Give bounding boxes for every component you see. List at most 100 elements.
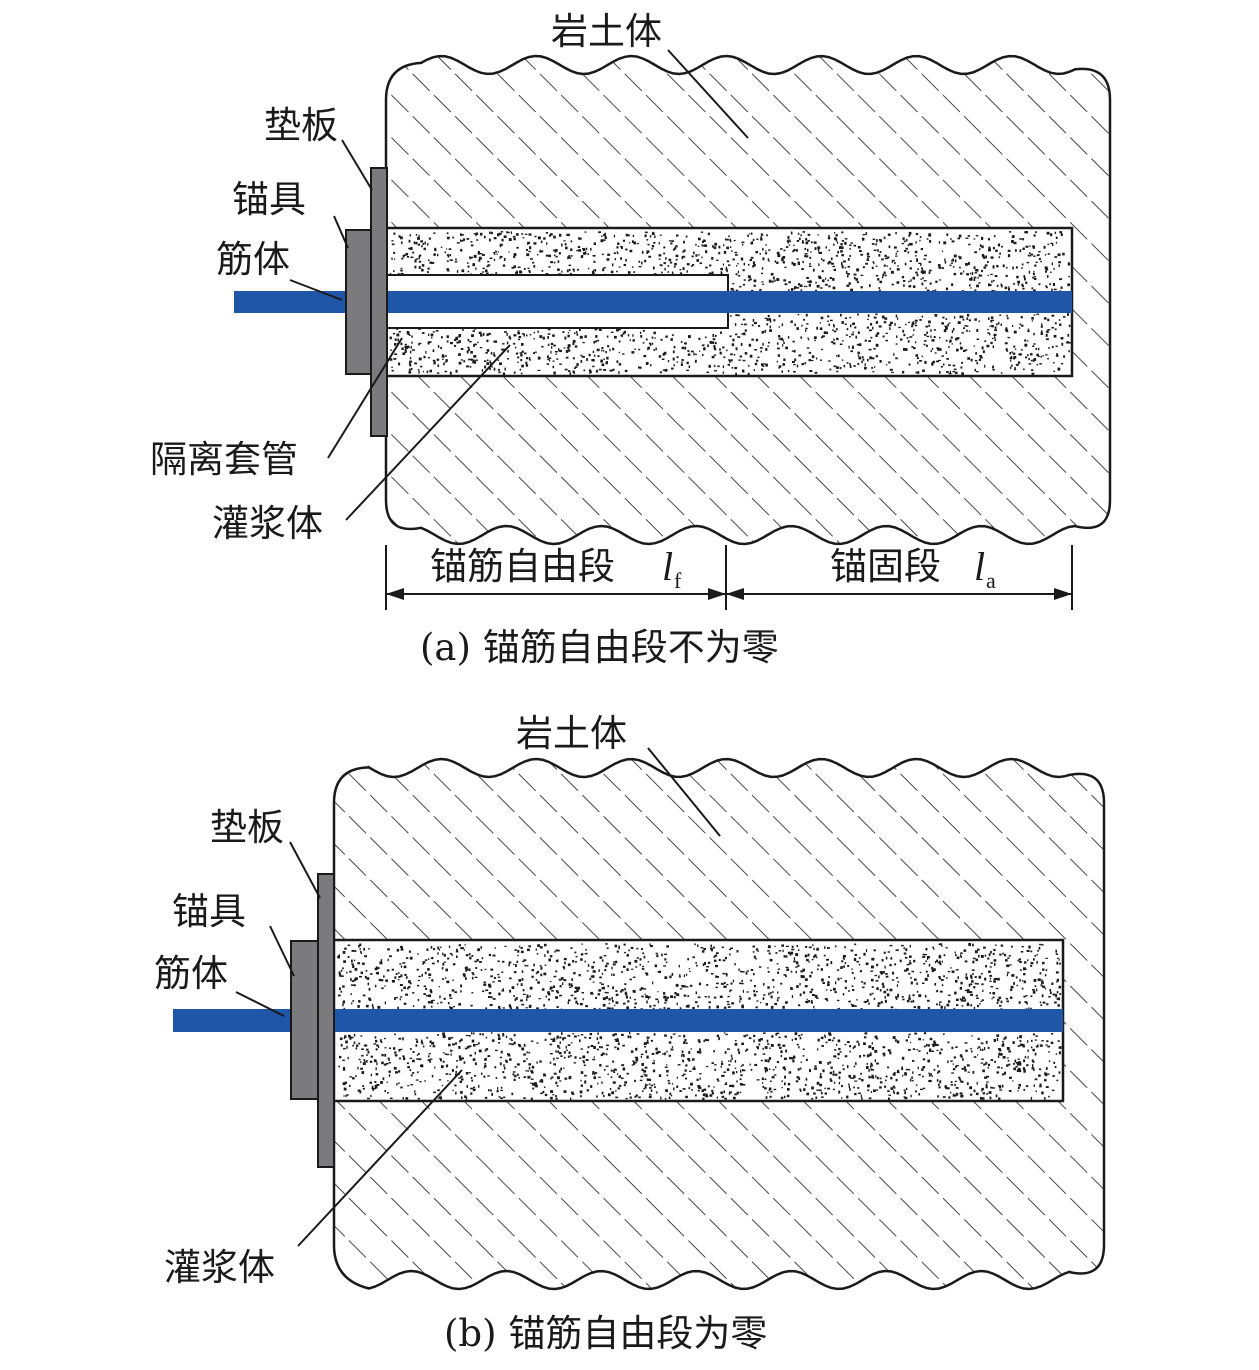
grout-speck: [652, 981, 654, 985]
grout-speck: [974, 272, 978, 274]
grout-speck: [585, 948, 587, 951]
grout-speck: [625, 996, 629, 999]
grout-speck: [885, 339, 888, 342]
grout-speck: [799, 1037, 802, 1040]
grout-speck: [504, 331, 507, 333]
grout-speck: [633, 1062, 635, 1066]
grout-speck: [974, 950, 978, 954]
grout-speck: [461, 269, 465, 273]
grout-speck: [529, 995, 531, 998]
grout-speck: [442, 1060, 445, 1063]
grout-speck: [575, 956, 578, 958]
grout-speck: [735, 347, 738, 351]
grout-speck: [838, 1047, 841, 1051]
grout-speck: [568, 257, 572, 259]
grout-speck: [393, 1047, 396, 1050]
grout-speck: [340, 1044, 343, 1047]
grout-speck: [1041, 981, 1044, 984]
grout-speck: [650, 364, 652, 367]
grout-speck: [861, 1097, 863, 1100]
grout-speck: [723, 356, 726, 358]
grout-speck: [750, 256, 754, 259]
grout-speck: [936, 1003, 938, 1006]
grout-speck: [657, 991, 659, 993]
grout-speck: [989, 966, 992, 968]
grout-speck: [456, 1065, 458, 1069]
grout-speck: [818, 252, 821, 254]
grout-speck: [499, 1056, 503, 1059]
grout-speck: [406, 1062, 409, 1065]
grout-speck: [1027, 1056, 1029, 1059]
grout-speck: [748, 279, 751, 282]
grout-speck: [548, 266, 551, 268]
grout-speck: [648, 1095, 652, 1099]
grout-speck: [914, 341, 917, 344]
grout-speck: [1004, 1071, 1007, 1075]
grout-speck: [368, 999, 372, 1001]
grout-speck: [915, 1084, 918, 1086]
grout-speck: [855, 278, 858, 281]
grout-speck: [342, 985, 345, 988]
grout-speck: [409, 982, 412, 985]
grout-speck: [606, 335, 609, 338]
grout-speck: [408, 950, 411, 953]
grout-speck: [509, 989, 512, 993]
grout-speck: [446, 1053, 450, 1056]
grout-speck: [708, 995, 710, 999]
grout-speck: [912, 334, 915, 336]
grout-speck: [828, 1038, 831, 1041]
grout-speck: [632, 1060, 635, 1062]
grout-speck: [770, 1090, 773, 1093]
grout-speck: [998, 321, 1000, 325]
grout-speck: [448, 1037, 451, 1040]
grout-speck: [649, 1005, 652, 1008]
grout-speck: [907, 244, 910, 247]
grout-speck: [798, 1046, 800, 1049]
grout-speck: [995, 1094, 998, 1098]
grout-speck: [946, 1087, 948, 1089]
grout-speck: [665, 1089, 668, 1093]
grout-speck: [687, 353, 691, 356]
grout-speck: [856, 281, 859, 283]
grout-speck: [932, 946, 934, 949]
grout-speck: [574, 997, 577, 1000]
grout-speck: [932, 1044, 935, 1048]
grout-speck: [976, 1081, 978, 1085]
grout-speck: [465, 970, 467, 972]
grout-speck: [802, 240, 804, 243]
grout-speck: [1032, 276, 1034, 279]
grout-speck: [577, 245, 581, 248]
grout-speck: [575, 1000, 578, 1004]
grout-speck: [917, 1005, 921, 1009]
grout-speck: [627, 271, 631, 274]
grout-speck: [860, 1094, 862, 1098]
grout-speck: [919, 971, 922, 974]
grout-speck: [787, 236, 790, 239]
grout-speck: [371, 1003, 374, 1007]
grout-speck: [961, 347, 963, 350]
grout-speck: [530, 1071, 534, 1074]
grout-speck: [529, 358, 531, 361]
dim-anchor-symbol-a: l: [974, 544, 985, 589]
grout-speck: [478, 259, 481, 262]
grout-speck: [1019, 1039, 1022, 1042]
grout-speck: [659, 371, 662, 374]
grout-speck: [563, 1056, 566, 1059]
grout-speck: [384, 1047, 387, 1049]
grout-speck: [1022, 238, 1024, 241]
grout-speck: [762, 1085, 765, 1088]
grout-speck: [488, 332, 491, 335]
grout-speck: [836, 969, 840, 971]
dim-anchor-text-a: 锚固段: [830, 545, 941, 588]
grout-speck: [722, 959, 726, 962]
grout-speck: [525, 1007, 528, 1009]
grout-speck: [634, 348, 636, 351]
grout-speck: [1032, 246, 1035, 249]
grout-speck: [583, 252, 587, 255]
grout-speck: [814, 371, 818, 374]
grout-speck: [836, 337, 839, 341]
grout-speck: [894, 322, 896, 326]
grout-speck: [736, 1071, 738, 1074]
grout-speck: [860, 274, 864, 276]
grout-speck: [552, 1039, 556, 1042]
